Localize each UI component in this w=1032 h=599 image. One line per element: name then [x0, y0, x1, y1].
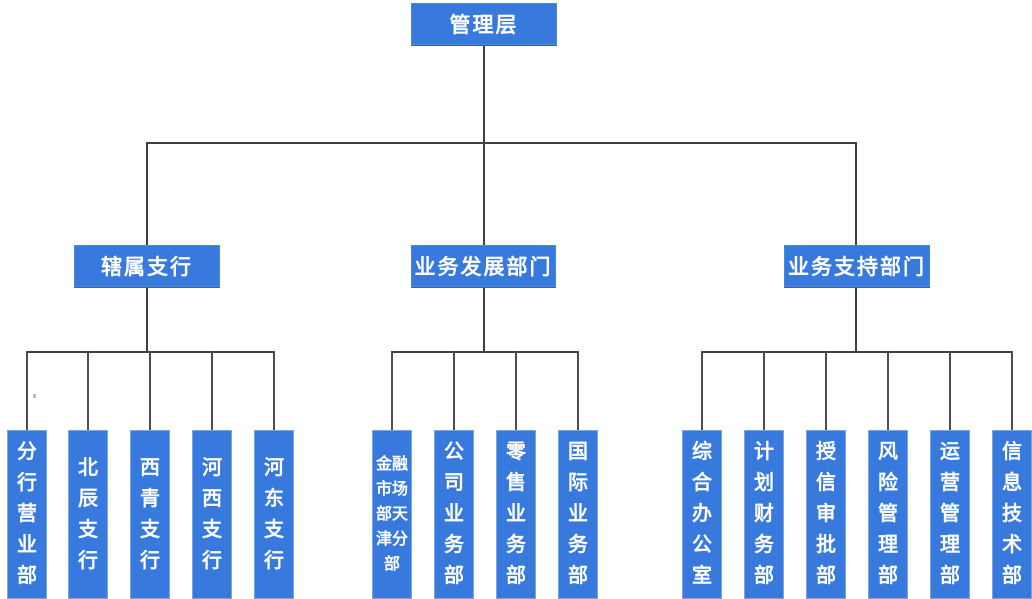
root-node-management: 管理层: [411, 3, 557, 45]
connector-group3-child-drop: [763, 351, 765, 431]
connector-level1-horizontal: [146, 142, 857, 144]
connector-group1-parent-drop: [146, 287, 148, 353]
connector-group1-child-drop: [211, 351, 213, 431]
connector-group1-child-drop: [273, 351, 275, 431]
group-node-label: 业务支持部门: [788, 256, 926, 279]
leaf-node-information-technology-dept: 信息技术部: [992, 430, 1032, 599]
group-node-label: 业务发展部门: [414, 256, 553, 279]
leaf-node-hexi-branch: 河西支行: [192, 430, 232, 599]
leaf-node-financial-markets-tianjin: 金融市场部天津分部: [372, 430, 412, 599]
connector-group2-child-drop: [577, 351, 579, 431]
leaf-node-planning-finance-dept: 计划财务部: [744, 430, 784, 599]
leaf-node-xiqing-branch: 西青支行: [130, 430, 170, 599]
connector-group3-bracket: [701, 351, 1013, 353]
connector-group3-child-drop: [949, 351, 951, 431]
connector-group1-child-drop: [87, 351, 89, 431]
leaf-node-operations-management-dept: 运营管理部: [930, 430, 970, 599]
leaf-node-risk-management-dept: 风险管理部: [868, 430, 908, 599]
connector-group2-child-drop: [515, 351, 517, 431]
connector-group2-bracket: [391, 351, 579, 353]
root-node-label: 管理层: [449, 14, 519, 37]
leaf-node-branch-business-dept: 分行营业部: [7, 430, 47, 599]
group-node-branches: 辖属支行: [74, 245, 220, 287]
leaf-node-hedong-branch: 河东支行: [254, 430, 294, 599]
connector-group3-child-drop: [1011, 351, 1013, 431]
leaf-node-general-office: 综合办公室: [682, 430, 722, 599]
connector-group3-child-drop: [701, 351, 703, 431]
stray-mark: [33, 394, 36, 398]
group-node-business-support: 业务支持部门: [784, 245, 930, 287]
connector-group1-child-drop: [26, 351, 28, 431]
group-node-business-development: 业务发展部门: [411, 245, 556, 287]
leaf-node-retail-business-dept: 零售业务部: [496, 430, 536, 599]
connector-level1-right-drop: [855, 142, 857, 245]
connector-group1-child-drop: [149, 351, 151, 431]
connector-group3-child-drop: [887, 351, 889, 431]
connector-group3-parent-drop: [855, 287, 857, 353]
connector-group2-child-drop: [453, 351, 455, 431]
group-node-label: 辖属支行: [101, 256, 193, 279]
leaf-node-beichen-branch: 北辰支行: [68, 430, 108, 599]
connector-level1-left-drop: [146, 142, 148, 245]
leaf-node-international-business-dept: 国际业务部: [558, 430, 598, 599]
connector-group3-child-drop: [825, 351, 827, 431]
connector-group2-parent-drop: [483, 287, 485, 353]
connector-root-vertical: [483, 45, 485, 245]
leaf-node-corporate-business-dept: 公司业务部: [434, 430, 474, 599]
connector-group2-child-drop: [391, 351, 393, 431]
leaf-node-credit-approval-dept: 授信审批部: [806, 430, 846, 599]
